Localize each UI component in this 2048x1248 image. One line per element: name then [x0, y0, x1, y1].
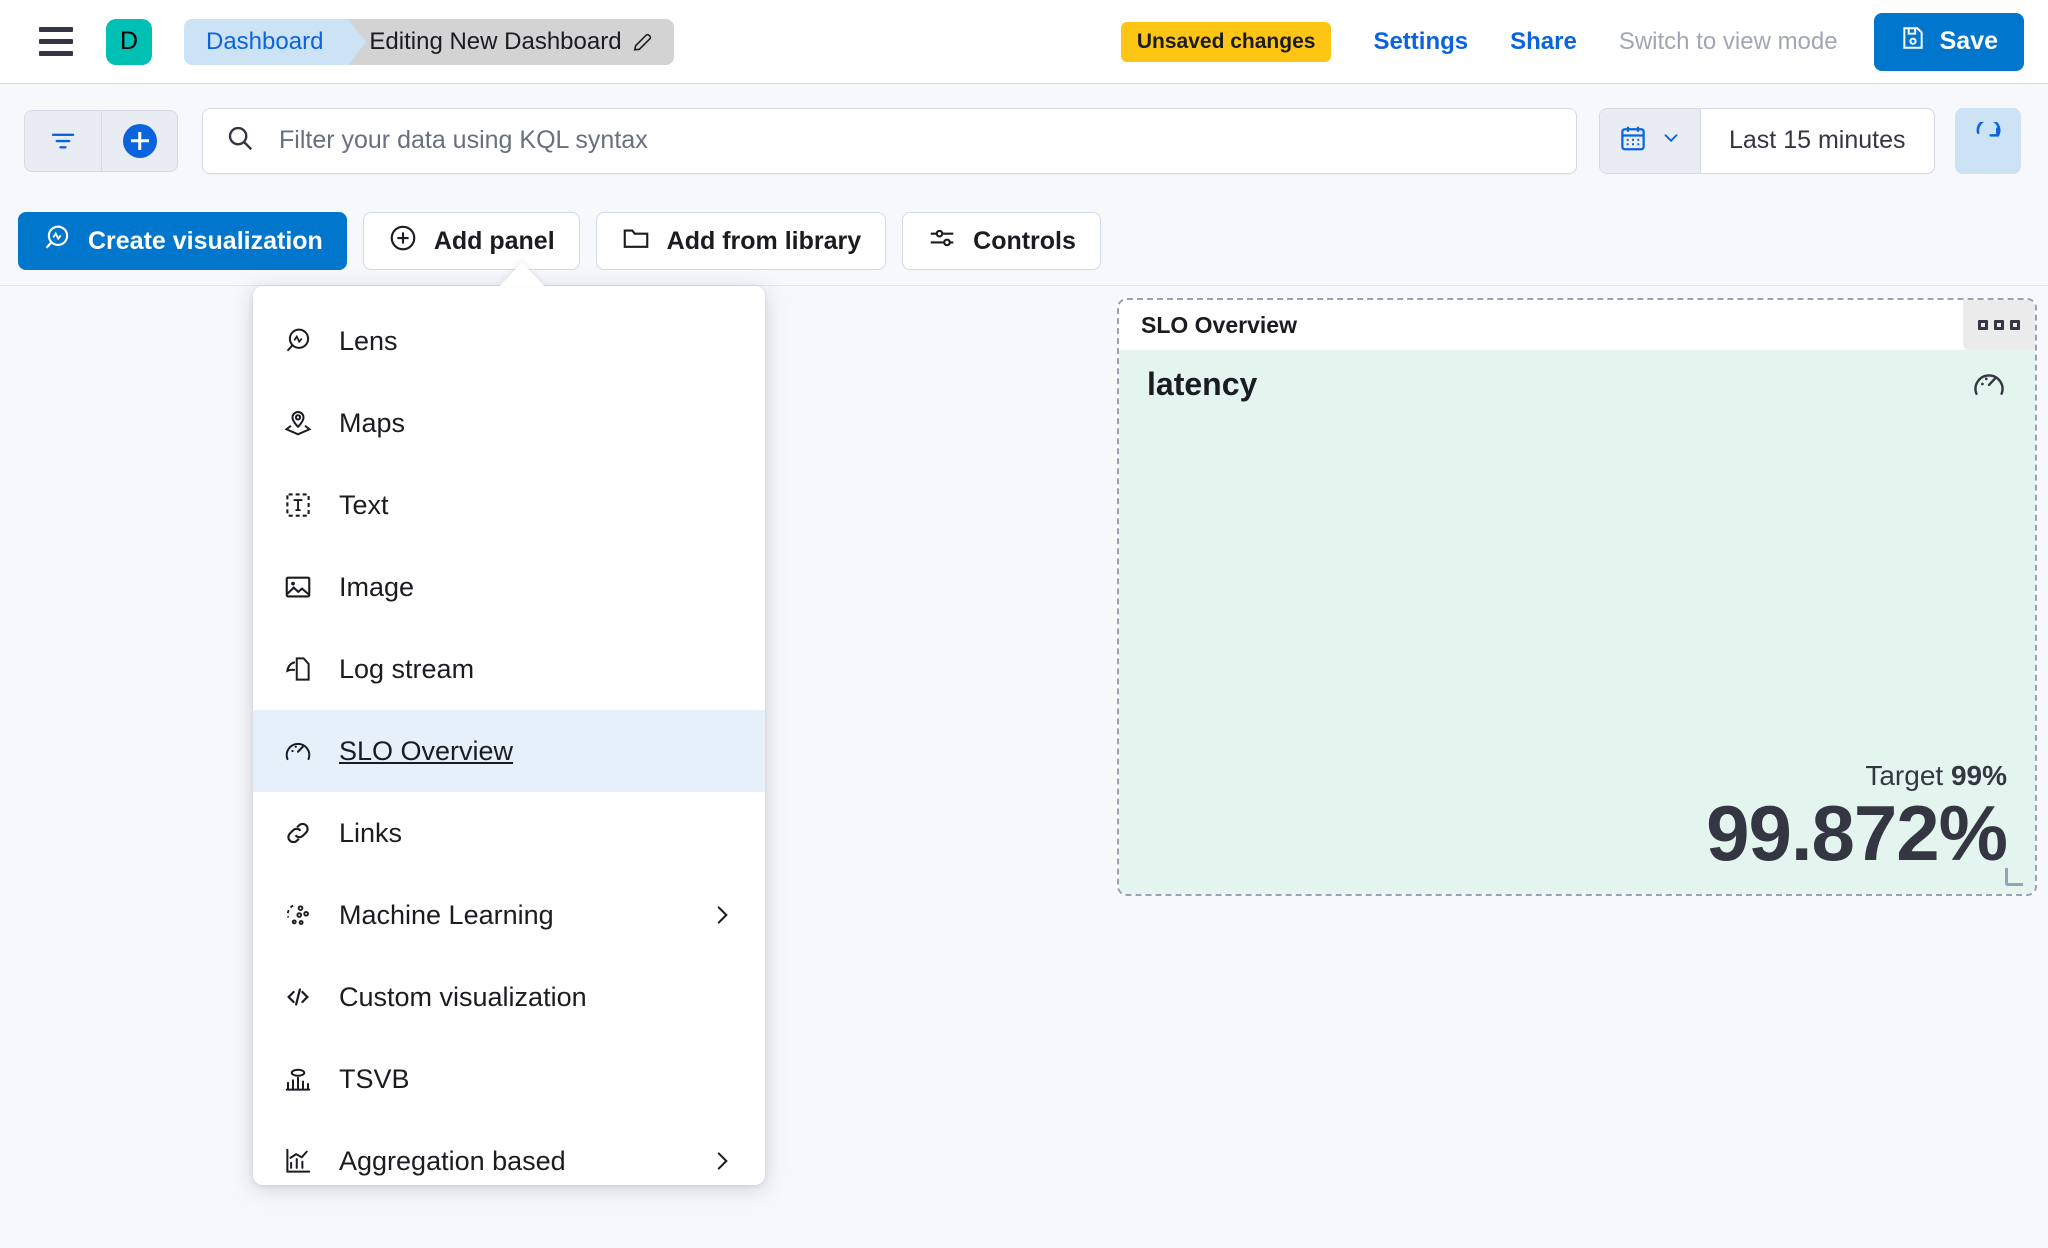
menu-item-aggregation-based[interactable]: Aggregation based [253, 1120, 765, 1202]
add-filter-button[interactable] [101, 110, 177, 171]
breadcrumb-label: Dashboard [206, 27, 324, 55]
calendar-icon [1618, 123, 1648, 158]
menu-item-label: SLO Overview [339, 735, 514, 766]
header-actions: Unsaved changes Settings Share Switch to… [1120, 12, 2024, 71]
map-pin-layers-icon [283, 408, 313, 438]
breadcrumb: Dashboard Editing New Dashboard [184, 18, 674, 65]
panel-header: SLO Overview [1119, 300, 2035, 350]
aggregation-chart-icon [283, 1146, 313, 1176]
menu-item-label: Aggregation based [339, 1145, 566, 1176]
panel-options-icon[interactable] [1963, 300, 2035, 350]
menu-item-log-stream[interactable]: Log stream [253, 628, 765, 710]
lens-icon [283, 326, 313, 356]
menu-item-image[interactable]: Image [253, 546, 765, 628]
menu-item-label: Log stream [339, 653, 475, 684]
menu-item-maps[interactable]: Maps [253, 382, 765, 464]
resize-corner-icon[interactable] [2005, 868, 2023, 886]
dashboard-toolbar: Create visualization Add panel Add from … [0, 197, 2048, 285]
gauge-icon [283, 736, 313, 766]
switch-to-view-mode-link[interactable]: Switch to view mode [1618, 27, 1838, 55]
breadcrumb-item-editing[interactable]: Editing New Dashboard [331, 18, 674, 65]
menu-item-label: Maps [339, 407, 406, 438]
search-icon [225, 123, 255, 158]
menu-item-label: Machine Learning [339, 899, 554, 930]
save-disk-icon [1900, 25, 1926, 58]
date-quick-select-button[interactable] [1600, 108, 1701, 173]
slo-target-value: 99% [1950, 760, 2007, 792]
link-icon [283, 818, 313, 848]
plus-in-circle-icon [388, 223, 418, 260]
slo-sli-value: 99.872% [1706, 789, 2008, 878]
add-panel-label: Add panel [433, 226, 555, 255]
menu-item-lens[interactable]: Lens [253, 300, 765, 382]
chevron-right-icon [709, 1148, 735, 1174]
menu-item-custom-visualization[interactable]: Custom visualization [253, 956, 765, 1038]
filter-button-group [24, 109, 178, 172]
panel-body-top: latency [1147, 366, 2007, 403]
menu-item-machine-learning[interactable]: Machine Learning [253, 874, 765, 956]
top-header: D Dashboard Editing New Dashboard Unsave… [0, 0, 2048, 83]
create-visualization-label: Create visualization [88, 226, 323, 255]
log-stream-icon [283, 654, 313, 684]
slo-metric-name: latency [1147, 366, 1258, 402]
query-bar: Last 15 minutes [0, 83, 2048, 197]
tsvb-chart-icon [283, 1064, 313, 1094]
hamburger-icon[interactable] [30, 16, 82, 68]
menu-item-label: Text [339, 489, 389, 520]
folder-icon [621, 223, 651, 260]
sliders-icon [927, 223, 957, 260]
panel-title: SLO Overview [1141, 311, 1297, 338]
text-box-icon [283, 490, 313, 520]
create-visualization-button[interactable]: Create visualization [18, 212, 347, 270]
date-picker: Last 15 minutes [1599, 107, 1935, 174]
refresh-button[interactable] [1954, 107, 2021, 174]
menu-item-tsvb[interactable]: TSVB [253, 1038, 765, 1120]
time-range-display[interactable]: Last 15 minutes [1729, 126, 1906, 154]
image-icon [283, 572, 313, 602]
menu-item-label: Links [339, 817, 403, 848]
menu-item-text[interactable]: Text [253, 464, 765, 546]
menu-item-label: TSVB [339, 1063, 410, 1094]
popover-arrow [500, 262, 544, 286]
add-panel-button[interactable]: Add panel [362, 212, 580, 270]
menu-item-label: Image [339, 571, 415, 602]
breadcrumb-item-dashboard[interactable]: Dashboard [184, 18, 367, 65]
pencil-icon[interactable] [632, 31, 654, 53]
refresh-icon [1972, 118, 2004, 159]
avatar[interactable]: D [106, 18, 152, 65]
save-button[interactable]: Save [1873, 12, 2024, 71]
controls-label: Controls [973, 226, 1076, 255]
code-icon [283, 982, 313, 1012]
add-from-library-button[interactable]: Add from library [595, 212, 887, 270]
settings-link[interactable]: Settings [1373, 27, 1469, 55]
status-badge-unsaved[interactable]: Unsaved changes [1120, 21, 1332, 62]
menu-item-slo-overview[interactable]: SLO Overview [253, 710, 765, 792]
share-link[interactable]: Share [1510, 27, 1577, 55]
chevron-down-icon [1660, 127, 1682, 154]
plus-circle-icon [122, 123, 157, 158]
save-button-label: Save [1939, 27, 1998, 55]
add-panel-menu: Lens Maps Text Image [253, 286, 765, 1185]
menu-item-label: Lens [339, 325, 398, 356]
slo-target-label: Target [1865, 760, 1944, 792]
chevron-right-icon [709, 902, 735, 928]
machine-learning-icon [283, 900, 313, 930]
add-from-library-label: Add from library [666, 226, 862, 255]
slo-target: Target 99% [1147, 760, 2007, 792]
gauge-icon [1971, 366, 2007, 402]
search-input[interactable] [279, 126, 1554, 155]
lens-icon [42, 223, 72, 260]
breadcrumb-label: Editing New Dashboard [369, 27, 622, 55]
panel-body: latency Target 99% 99.872% [1119, 350, 2035, 894]
dashboard-panel-slo-overview[interactable]: SLO Overview latency Target 99% 99.872% [1117, 298, 2037, 896]
controls-button[interactable]: Controls [902, 212, 1101, 270]
menu-item-links[interactable]: Links [253, 792, 765, 874]
menu-item-label: Custom visualization [339, 981, 587, 1012]
search-field[interactable] [202, 107, 1577, 174]
filter-icon[interactable] [25, 111, 101, 171]
panel-body-bottom: Target 99% 99.872% [1147, 760, 2008, 878]
